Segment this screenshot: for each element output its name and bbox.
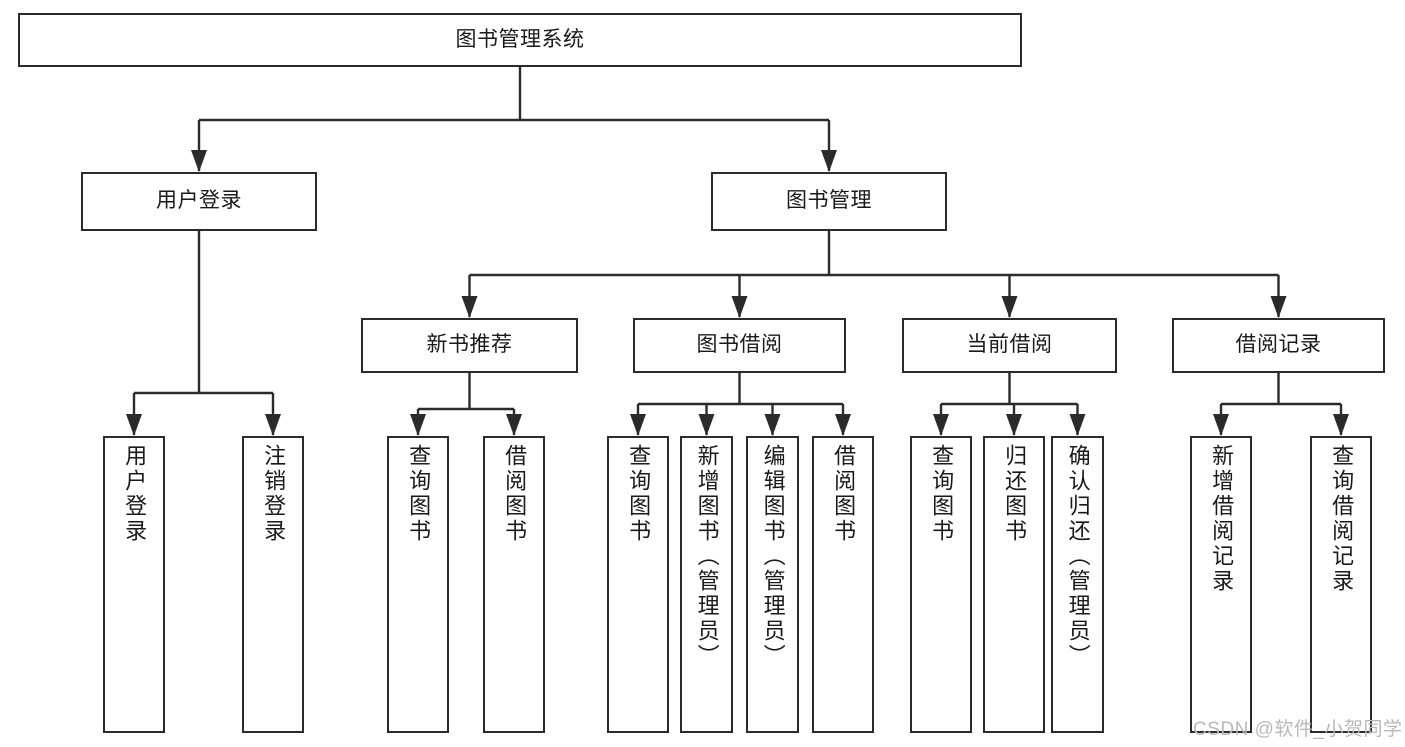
edge-arrowhead — [1333, 414, 1349, 436]
edge-arrowhead — [835, 414, 851, 436]
node-l-login[interactable]: 用户登录 — [103, 436, 165, 733]
node-current[interactable]: 当前借阅 — [902, 318, 1117, 373]
edge-arrowhead — [764, 414, 781, 436]
node-label: 当前借阅 — [966, 333, 1053, 357]
node-label: 借阅图书 — [831, 444, 857, 544]
edge-arrowhead — [1001, 296, 1018, 318]
edge-arrowhead — [461, 296, 478, 318]
node-label: 查询图书 — [406, 444, 432, 544]
node-label: 查询图书 — [626, 444, 652, 544]
node-label: 借阅图书 — [502, 444, 528, 544]
csdn-watermark: CSDN @软件_小贺同学 — [1193, 719, 1403, 740]
node-newbook[interactable]: 新书推荐 — [361, 318, 578, 373]
edge-arrowhead — [1006, 414, 1022, 436]
node-label: 查询借阅记录 — [1329, 444, 1355, 594]
node-l-addbook[interactable]: 新增图书（管理员） — [680, 436, 733, 733]
node-label: 归还图书 — [1002, 444, 1028, 544]
node-l-qrec[interactable]: 查询借阅记录 — [1310, 436, 1372, 733]
node-label: 新增借阅记录 — [1209, 444, 1235, 594]
node-borrow[interactable]: 图书借阅 — [633, 318, 846, 373]
node-label: 查询图书 — [929, 444, 955, 544]
node-label: 图书管理 — [786, 189, 872, 213]
edge-arrowhead — [821, 150, 837, 172]
edge-arrowhead — [1069, 414, 1086, 436]
node-bookmgmt[interactable]: 图书管理 — [711, 172, 947, 231]
node-label: 新书推荐 — [426, 333, 513, 357]
edge-arrowhead — [191, 150, 207, 172]
edge-arrowhead — [731, 296, 748, 318]
node-l-qbook3[interactable]: 查询图书 — [910, 436, 972, 733]
node-label: 编辑图书（管理员） — [760, 444, 786, 669]
node-records[interactable]: 借阅记录 — [1172, 318, 1385, 373]
node-l-logout[interactable]: 注销登录 — [242, 436, 304, 733]
edge-arrowhead — [933, 414, 949, 436]
node-label: 确认归还（管理员） — [1065, 444, 1091, 669]
node-label: 注销登录 — [261, 444, 287, 544]
node-l-bbook1[interactable]: 借阅图书 — [483, 436, 545, 733]
node-l-editbook[interactable]: 编辑图书（管理员） — [746, 436, 799, 733]
edge-arrowhead — [698, 414, 715, 436]
node-l-addrec[interactable]: 新增借阅记录 — [1190, 436, 1252, 733]
edge-arrowhead — [1213, 414, 1229, 436]
edge-arrowhead — [265, 414, 281, 436]
node-login[interactable]: 用户登录 — [81, 172, 317, 231]
node-l-qbook2[interactable]: 查询图书 — [607, 436, 669, 733]
node-l-return[interactable]: 归还图书 — [983, 436, 1045, 733]
node-label: 新增图书（管理员） — [694, 444, 720, 669]
node-label: 图书管理系统 — [455, 27, 585, 51]
edge-arrowhead — [630, 414, 646, 436]
node-label: 用户登录 — [156, 189, 242, 213]
edge-arrowhead — [410, 414, 426, 436]
node-label: 用户登录 — [122, 444, 148, 544]
node-l-confirm[interactable]: 确认归还（管理员） — [1051, 436, 1104, 733]
edge-arrowhead — [1270, 296, 1287, 318]
node-label: 图书借阅 — [696, 333, 783, 357]
node-l-bbook2[interactable]: 借阅图书 — [812, 436, 874, 733]
node-label: 借阅记录 — [1235, 333, 1322, 357]
node-root[interactable]: 图书管理系统 — [18, 13, 1022, 67]
node-l-qbook1[interactable]: 查询图书 — [387, 436, 449, 733]
edge-arrowhead — [506, 414, 522, 436]
edge-arrowhead — [126, 414, 142, 436]
